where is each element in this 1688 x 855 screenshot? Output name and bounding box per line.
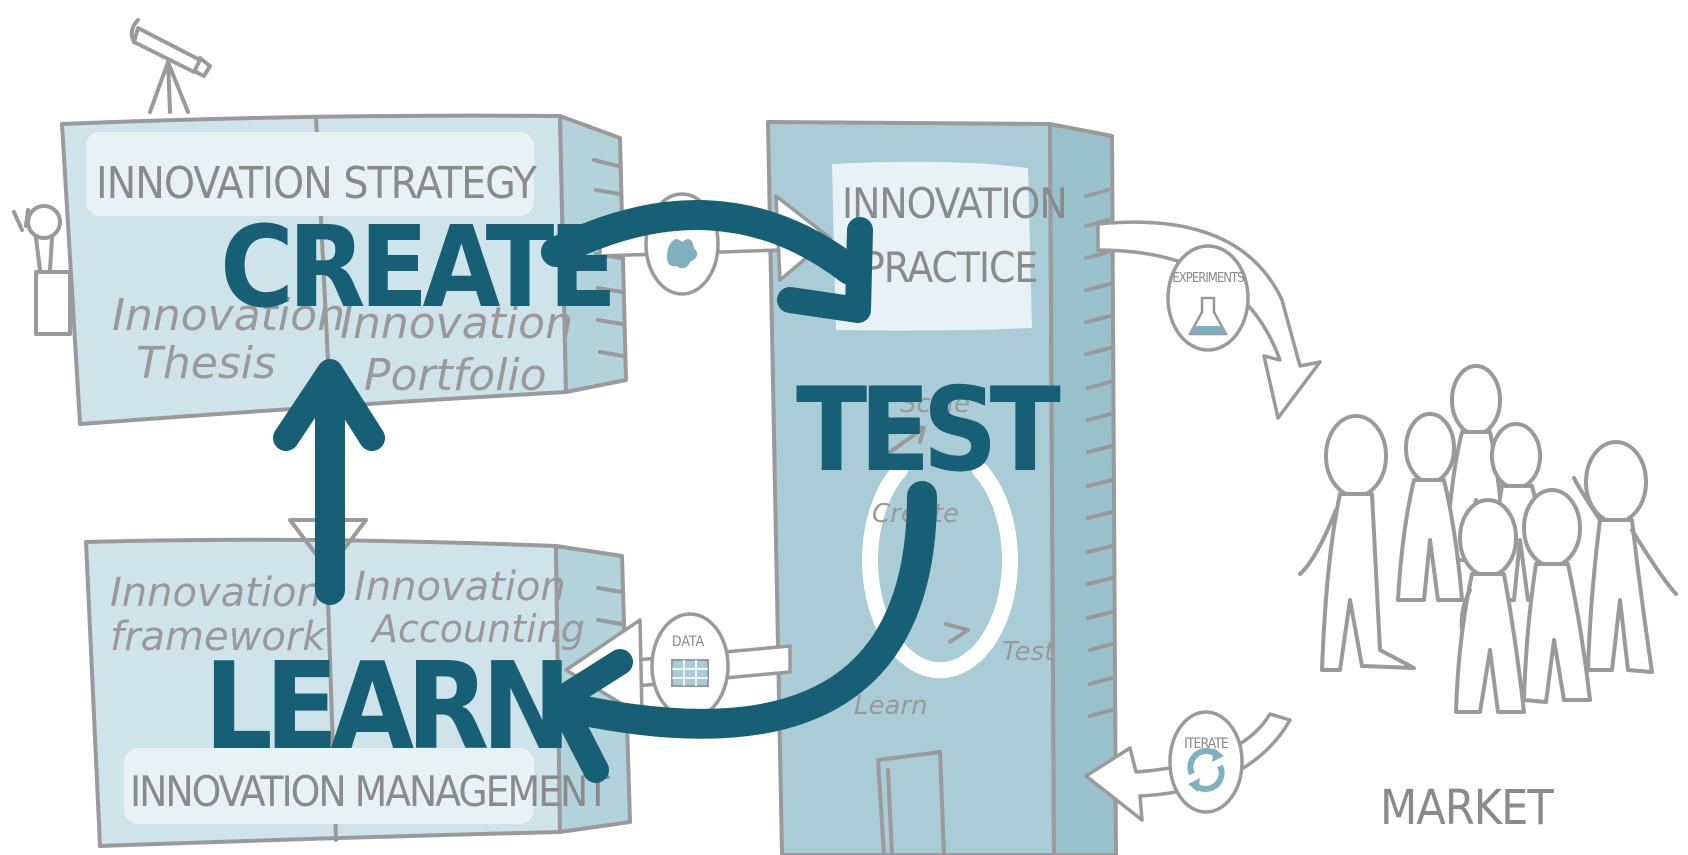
blob-icon (667, 239, 698, 269)
practice-heading-line1: INNOVATION (842, 179, 1067, 228)
management-heading: INNOVATION MANAGEMENT (130, 767, 610, 816)
test-to-learn-arrow (547, 481, 937, 783)
experiments-flow (1096, 220, 1322, 420)
strategy-heading: INNOVATION STRATEGY (96, 158, 538, 209)
iterate-label: ITERATE (1184, 736, 1229, 752)
flask-icon (1187, 296, 1229, 336)
management-box (84, 518, 632, 848)
iterate-flow (1084, 710, 1292, 822)
create-to-test-arrow (541, 200, 873, 323)
data-flow (564, 612, 792, 720)
market-label: MARKET (1380, 780, 1554, 836)
loop-learn-label: Learn (854, 691, 928, 721)
data-label: DATA (672, 634, 705, 650)
experiments-label: EXPERIMENTS (1172, 271, 1244, 286)
door-icon (876, 750, 946, 855)
loop-scale-label: Scale (900, 389, 970, 419)
portfolio-line1: Innovation (340, 298, 573, 349)
portfolio-line2: Portfolio (364, 350, 547, 401)
thesis-line1: Innovation (112, 290, 345, 341)
accounting-line2: Accounting (369, 607, 585, 651)
strategy-box (60, 113, 628, 426)
learn-label: LEARN (204, 638, 564, 777)
framework-line2: framework (110, 614, 327, 660)
test-label: TEST (796, 363, 1061, 498)
accounting-line1: Innovation (354, 564, 566, 610)
thesis-line2: Thesis (136, 338, 276, 389)
refresh-icon (1187, 748, 1225, 792)
people-icon (1298, 364, 1678, 714)
practice-heading-line2: PRACTICE (862, 243, 1037, 292)
framework-line1: Innovation (110, 570, 322, 616)
create-label: CREATE (220, 203, 611, 333)
table-icon (671, 659, 709, 687)
lightbulb-icon (12, 204, 72, 336)
learn-to-create-arrow (273, 359, 385, 605)
loop-test-label: Test (1002, 637, 1055, 667)
telescope-icon (129, 18, 212, 114)
